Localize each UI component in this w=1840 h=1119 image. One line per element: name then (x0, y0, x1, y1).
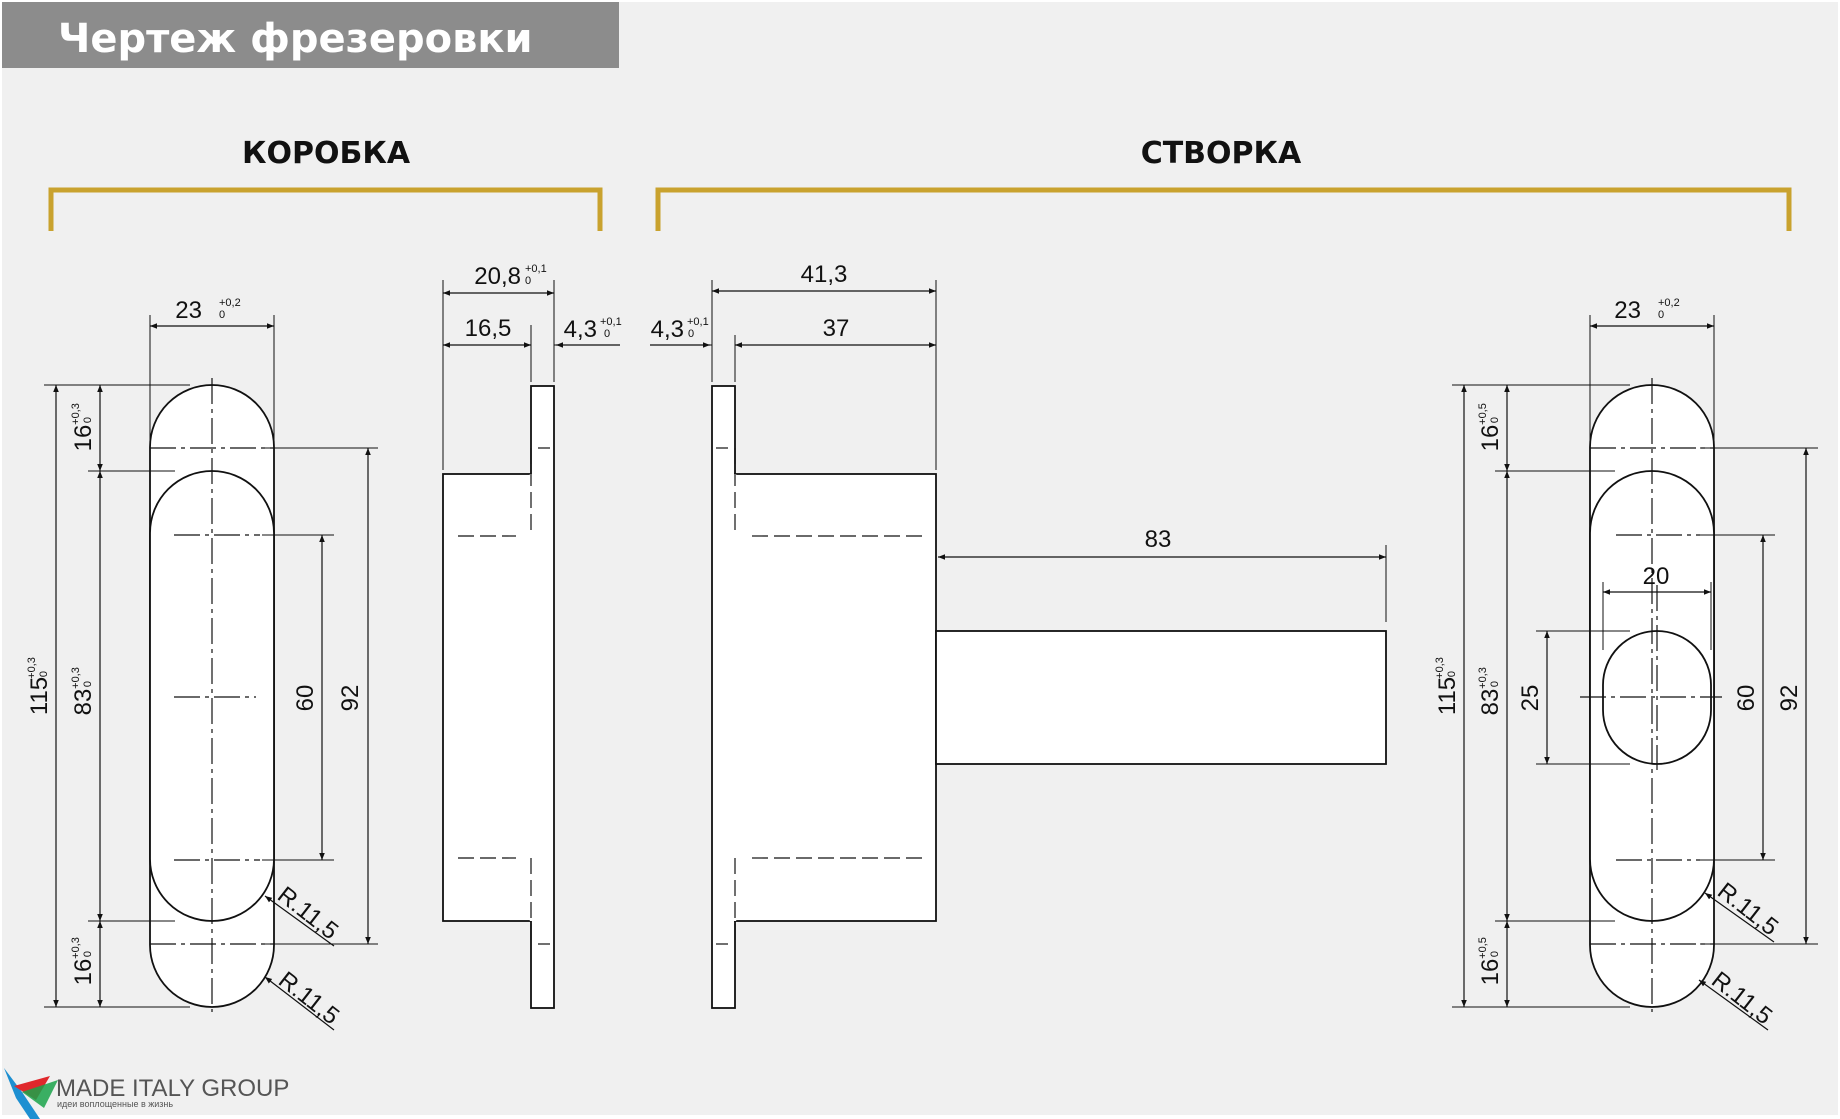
dim-boxside-plate: 4,3 (564, 316, 597, 343)
dim-leafside-arm: 83 (1145, 526, 1172, 553)
dim-leaf-total: 115 (1434, 677, 1461, 715)
tol-leafside-plate-upper: +0,1 (687, 316, 709, 328)
dim-boxside-depth: 16,5 (465, 315, 512, 342)
tol-boxside-plate-lower: 0 (604, 328, 610, 340)
leaf-side-labels: 4,3 +0,1 0 41,3 37 83 (651, 261, 1172, 553)
tol-box-top-lower: 0 (82, 417, 94, 423)
dim-box-mid: 83 (70, 689, 97, 716)
tol-leaf-mid-lower: 0 (1489, 681, 1501, 687)
box-side-labels: 20,8 +0,1 0 16,5 4,3 +0,1 0 (465, 263, 622, 343)
box-front-view (44, 315, 378, 1031)
section-label-leaf: СТВОРКА (1141, 136, 1302, 171)
tol-box-mid-upper: +0,3 (70, 667, 82, 689)
dim-leaf-inner: 60 (1733, 685, 1760, 712)
tol-leafside-plate-lower: 0 (688, 328, 694, 340)
dim-box-bottom: 16 (70, 959, 97, 986)
brand-name: MADE ITALY GROUP (56, 1075, 289, 1102)
dim-leaf-width: 23 (1614, 297, 1641, 324)
page-title: Чертеж фрезеровки (58, 16, 533, 62)
tol-box-total-lower: 0 (38, 671, 50, 677)
brand-logo-icon (4, 1068, 58, 1119)
dim-leafside-depth: 37 (823, 315, 850, 342)
tol-leaf-width-upper: +0,2 (1658, 297, 1680, 309)
leaf-front-view (1452, 315, 1818, 1031)
dim-box-total: 115 (26, 677, 53, 715)
tol-boxside-total-lower: 0 (525, 275, 531, 287)
brand-block: MADE ITALY GROUP идеи воплощенные в жизн… (4, 1068, 289, 1119)
dim-leaf-hole-height: 25 (1517, 685, 1544, 712)
bracket-leaf (655, 187, 1792, 231)
dim-leaf-outer: 92 (1776, 685, 1803, 712)
header-banner: Чертеж фрезеровки (2, 2, 619, 68)
dim-box-top: 16 (70, 425, 97, 452)
tol-boxside-plate-upper: +0,1 (600, 316, 622, 328)
tol-box-top-upper: +0,3 (70, 403, 82, 425)
leaf-side-view (650, 280, 1387, 1009)
tol-box-bottom-upper: +0,3 (70, 937, 82, 959)
dim-leafside-total: 41,3 (801, 261, 848, 288)
tol-leaf-total-upper: +0,3 (1434, 657, 1446, 679)
dim-boxside-total: 20,8 (474, 263, 521, 290)
bracket-box (48, 187, 603, 231)
dim-box-width: 23 (175, 297, 202, 324)
dim-box-inner: 60 (292, 685, 319, 712)
dim-leaf-hole-width: 20 (1643, 563, 1670, 590)
tol-box-total-upper: +0,3 (26, 657, 38, 679)
tol-leaf-total-lower: 0 (1446, 671, 1458, 677)
tol-box-width-upper: +0,2 (219, 297, 241, 309)
dim-leafside-plate: 4,3 (651, 316, 684, 343)
box-side-view (442, 280, 620, 1009)
tol-leaf-width-lower: 0 (1658, 309, 1664, 321)
tol-leaf-bottom-upper: +0,5 (1477, 937, 1489, 959)
tol-leaf-top-lower: 0 (1489, 417, 1501, 423)
tol-leaf-mid-upper: +0,3 (1477, 667, 1489, 689)
tol-boxside-total-upper: +0,1 (525, 263, 547, 275)
dim-leaf-top: 16 (1477, 425, 1504, 452)
dim-box-outer: 92 (337, 685, 364, 712)
tol-box-bottom-lower: 0 (82, 951, 94, 957)
brand-tagline: идеи воплощенные в жизнь (57, 1099, 173, 1109)
tol-leaf-top-upper: +0,5 (1477, 403, 1489, 425)
section-label-box: КОРОБКА (242, 136, 411, 171)
dim-leaf-mid: 83 (1477, 689, 1504, 716)
tol-box-width-lower: 0 (219, 309, 225, 321)
dim-leaf-bottom: 16 (1477, 959, 1504, 986)
tol-leaf-bottom-lower: 0 (1489, 951, 1501, 957)
tol-box-mid-lower: 0 (82, 681, 94, 687)
